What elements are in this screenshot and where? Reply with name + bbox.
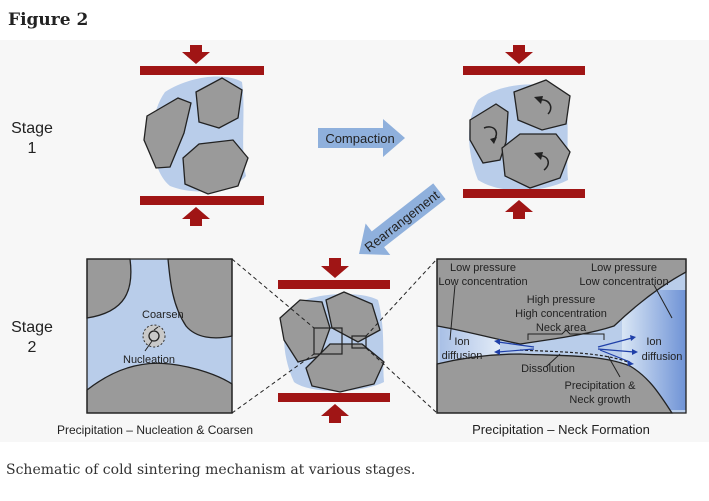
neck-area-brace [527,329,605,340]
particle [501,133,571,189]
zoom-box-right [351,335,367,349]
dissolution-label: Dissolution [521,363,575,375]
ion-diffusion-left-2: diffusion [442,350,483,362]
stage1-label-line1: Stage [11,120,53,137]
nucleation-label: Nucleation [123,354,175,366]
rearrangement-arrow: Rearrangement [359,183,446,255]
stage2-assembly [278,258,390,423]
right-inset: Low pressure Low concentration Low press… [436,258,687,414]
bottom-press-plate [463,189,585,198]
rotation-arrow-head-icon [534,96,543,104]
particle [279,299,331,363]
bottom-press-plate [140,196,264,205]
bottom-press-arrow-icon [505,200,533,219]
ion-diffusion-arrows [497,337,635,363]
compaction-label: Compaction [325,131,394,146]
bottom-press-arrow-icon [321,404,349,423]
particle [436,353,674,414]
coarsen-halo [142,324,166,348]
low-pressure-left: Low pressure [450,262,516,274]
right-inset-caption: Precipitation – Neck Formation [472,422,650,437]
stage1-label-line2: 1 [28,140,37,157]
low-concentration-right: Low concentration [579,276,668,288]
top-press-plate [140,66,264,75]
stage2-label-line1: Stage [11,319,53,336]
bottom-press-plate [278,393,390,402]
top-press-plate [278,280,390,289]
left-inset-caption: Precipitation – Nucleation & Coarsen [57,423,253,437]
particle [182,139,249,195]
figure-title: Figure 2 [8,10,89,30]
stage2-label-line2: 2 [28,339,37,356]
nucleus [148,330,160,342]
particle [86,362,233,414]
ion-diffusion-right-1: Ion [646,336,661,348]
particle [195,77,243,129]
stage1-compacted-assembly [463,45,585,219]
top-press-arrow-icon [505,45,533,64]
rotation-arrow-head-icon [490,137,497,144]
precipitation-label-2: Neck growth [569,394,630,406]
zoom-connectors [231,258,438,414]
particle [305,343,385,393]
top-press-plate [463,66,585,75]
rotation-arrow-head-icon [534,152,543,160]
top-press-arrow-icon [182,45,210,64]
compaction-arrow: Compaction [318,119,405,157]
particle [513,79,571,131]
particle [86,258,132,319]
coarsen-label: Coarsen [142,309,184,321]
precipitation-label-1: Precipitation & [565,380,637,392]
zoom-box-left [313,327,343,355]
dissolution-boundary [519,349,629,363]
figure-caption: Schematic of cold sintering mechanism at… [6,462,416,478]
stage1-loose-assembly [140,45,264,226]
bottom-press-arrow-icon [182,207,210,226]
particle [167,258,233,339]
rearrangement-label: Rearrangement [362,187,443,255]
high-concentration-label: High concentration [515,308,607,320]
left-inset: Coarsen Nucleation [86,258,233,414]
low-concentration-left: Low concentration [438,276,527,288]
low-pressure-right: Low pressure [591,262,657,274]
ion-diffusion-left-1: Ion [454,336,469,348]
high-pressure-label: High pressure [527,294,595,306]
neck-area-label: Neck area [536,322,587,334]
particle [436,258,687,345]
top-press-arrow-icon [321,258,349,278]
particle [143,97,192,169]
ion-diffusion-right-2: diffusion [642,351,683,363]
